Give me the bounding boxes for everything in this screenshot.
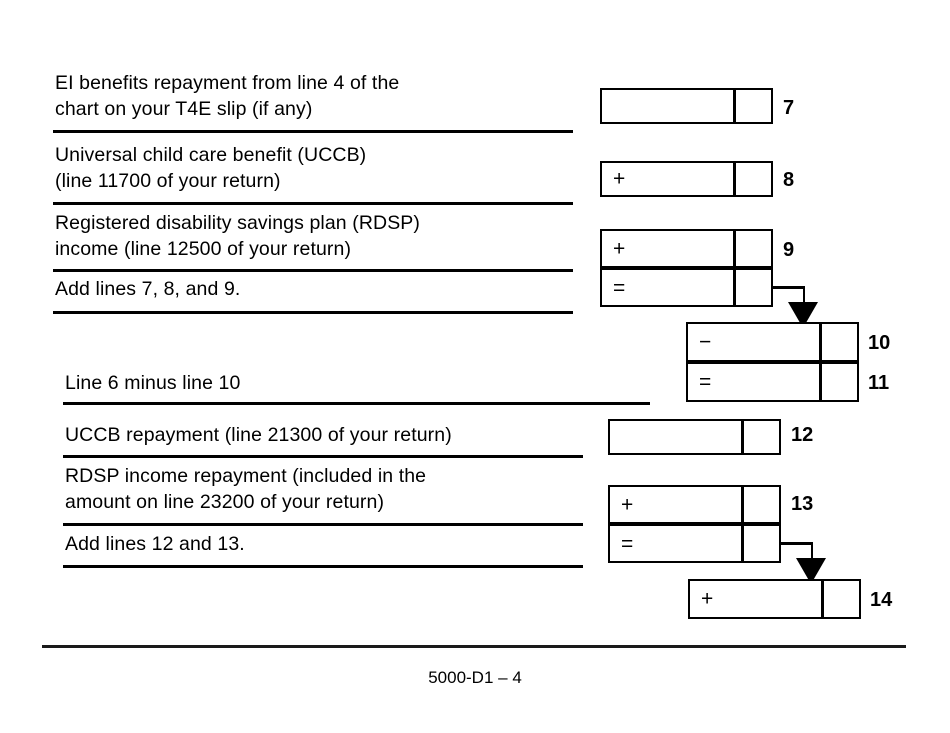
line-number-9: 9: [783, 239, 795, 261]
cents-divider: [741, 487, 744, 522]
sign-line13: +: [621, 493, 634, 516]
sign-subtotal-789: =: [613, 276, 626, 299]
rule-under-add-789: [53, 311, 573, 314]
cents-divider: [733, 270, 736, 305]
amount-box-line10[interactable]: −: [686, 322, 859, 362]
line-number-13: 13: [791, 493, 814, 515]
amount-box-subtotal-1213[interactable]: =: [608, 524, 781, 563]
cents-divider: [821, 581, 824, 617]
sign-line9: +: [613, 237, 626, 260]
cents-divider: [819, 364, 822, 400]
line-number-8: 8: [783, 169, 795, 191]
amount-box-line7[interactable]: [600, 88, 773, 124]
cents-divider: [733, 163, 736, 195]
amount-box-line14[interactable]: +: [688, 579, 861, 619]
line-number-7: 7: [783, 97, 795, 119]
rule-under-line11: [63, 402, 650, 405]
amount-box-line11[interactable]: =: [686, 362, 859, 402]
footer-divider: [42, 645, 906, 648]
line-number-14: 14: [870, 589, 893, 611]
sign-line8: +: [613, 167, 626, 191]
footer-form-code: 5000-D1 – 4: [428, 668, 522, 687]
rule-under-line9: [53, 269, 573, 272]
sign-line10: −: [699, 330, 712, 354]
sign-line11: =: [699, 370, 712, 394]
row-label-line13: RDSP income repayment (included in the a…: [65, 465, 427, 513]
rule-under-line8: [53, 202, 573, 205]
row-label-line8: Universal child care benefit (UCCB) (lin…: [55, 144, 367, 192]
line-number-12: 12: [791, 424, 814, 446]
cents-divider: [819, 324, 822, 360]
line-number-11: 11: [868, 372, 890, 394]
row-label-add-1213: Add lines 12 and 13.: [65, 533, 245, 555]
cents-divider: [741, 421, 744, 453]
sign-subtotal-1213: =: [621, 532, 634, 555]
amount-box-line12[interactable]: [608, 419, 781, 455]
rule-under-line13: [63, 523, 583, 526]
cents-divider: [733, 90, 736, 122]
cents-divider: [733, 231, 736, 266]
row-label-line9: Registered disability savings plan (RDSP…: [55, 212, 421, 260]
row-label-line11: Line 6 minus line 10: [65, 372, 241, 394]
row-label-add-789: Add lines 7, 8, and 9.: [55, 278, 241, 300]
sign-line14: +: [701, 587, 714, 611]
row-label-line7: EI benefits repayment from line 4 of the…: [55, 72, 400, 120]
amount-box-line8[interactable]: +: [600, 161, 773, 197]
amount-box-subtotal-789[interactable]: =: [600, 268, 773, 307]
row-label-line12: UCCB repayment (line 21300 of your retur…: [65, 424, 452, 446]
cents-divider: [741, 526, 744, 561]
rule-under-line7: [53, 130, 573, 133]
amount-box-line13[interactable]: +: [608, 485, 781, 524]
rule-under-line12: [63, 455, 583, 458]
amount-box-line9[interactable]: +: [600, 229, 773, 268]
rule-under-add-1213: [63, 565, 583, 568]
line-number-10: 10: [868, 332, 891, 354]
